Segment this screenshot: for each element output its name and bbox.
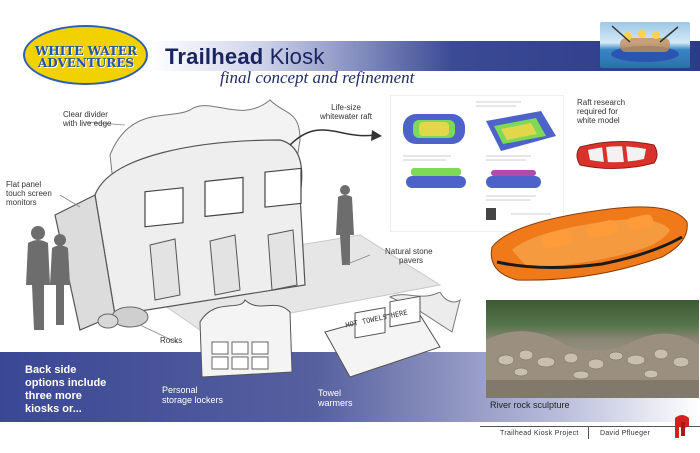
raft-research-line-1: Raft research [577, 98, 626, 107]
towel-warmers-line-1: Towel [318, 388, 342, 398]
natural-stone-line-1: Natural stone [385, 247, 433, 256]
towel-warmers-label: Towel warmers [318, 388, 353, 408]
whitewater-adventures-logo [23, 25, 148, 85]
natural-stone-label: Natural stone pavers [385, 247, 433, 265]
towel-warmers-line-2: warmers [318, 398, 353, 408]
life-size-line-1: Life-size [331, 103, 361, 112]
title-bold: Trailhead [165, 44, 264, 69]
personal-storage-label: Personal storage lockers [162, 385, 223, 405]
lower-sketches [199, 292, 461, 378]
footer-author: David Pflueger [600, 430, 651, 437]
designer-logo-icon [675, 415, 689, 438]
footer-rule [480, 426, 700, 427]
river-rock-photo [486, 300, 699, 398]
back-side-line-2: options include [25, 377, 107, 389]
red-raft-photo [576, 140, 658, 170]
footer-separator [588, 427, 589, 439]
river-rock-label: River rock sculpture [490, 400, 570, 410]
flat-panel-line-1: Flat panel [6, 180, 42, 189]
orange-raft-photo [490, 206, 688, 281]
logo-text: WHITE WATER ADVENTURES [30, 45, 142, 69]
personal-storage-line-2: storage lockers [162, 395, 224, 405]
raft-research-line-3: white model [577, 116, 620, 125]
flat-panel-label: Flat panel touch screen monitors [6, 180, 52, 207]
raft-research-label: Raft research required for white model [577, 98, 625, 125]
back-side-note: Back side options include three more kio… [25, 364, 106, 416]
page-subtitle: final concept and refinement [220, 68, 415, 87]
rafting-photo [600, 22, 690, 68]
clear-divider-line-1: Clear divider [63, 110, 108, 119]
back-side-line-4: kiosks or... [25, 403, 82, 415]
title-regular: Kiosk [263, 44, 325, 69]
clear-divider-label: Clear divider with live edge [63, 110, 111, 128]
footer-project: Trailhead Kiosk Project [500, 430, 579, 437]
life-size-raft-label: Life-size whitewater raft [320, 103, 372, 121]
flat-panel-line-3: monitors [6, 198, 37, 207]
life-size-line-2: whitewater raft [320, 112, 373, 121]
page-title: Trailhead Kiosk [165, 44, 325, 70]
personal-storage-line-1: Personal [162, 385, 198, 395]
logo-line-1: WHITE WATER [34, 44, 138, 58]
rocks-label: Rocks [160, 336, 183, 345]
back-side-line-3: three more [25, 390, 82, 402]
natural-stone-line-2: pavers [399, 256, 424, 265]
raft-diagram-sheet [390, 95, 564, 232]
back-side-line-1: Back side [25, 364, 77, 376]
kiosk-sketch [26, 99, 442, 344]
flat-panel-line-2: touch screen [6, 189, 52, 198]
logo-line-2: ADVENTURES [37, 56, 135, 70]
raft-research-line-2: required for [577, 107, 618, 116]
clear-divider-line-2: with live edge [63, 119, 112, 128]
